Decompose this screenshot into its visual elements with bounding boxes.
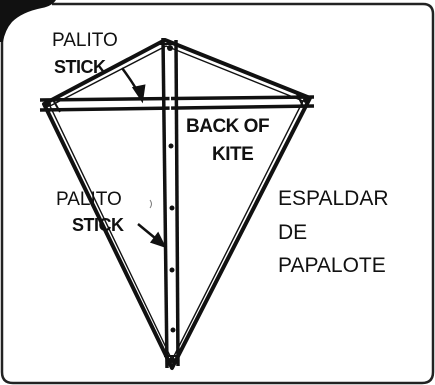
mid-stick-arrow: [138, 224, 164, 246]
label-top-spanish: PALITO: [52, 31, 118, 50]
panel-corner-tab: [0, 0, 56, 42]
label-right-line2: DE: [278, 222, 307, 243]
small-mark: [150, 200, 152, 208]
label-back-of-kite-line2: KITE: [212, 145, 253, 164]
spine-stick: [163, 38, 178, 368]
label-right-line1: ESPALDAR: [278, 188, 389, 209]
label-right-line3: PAPALOTE: [278, 255, 386, 276]
label-top-english: STICK: [54, 58, 106, 76]
label-back-of-kite-line1: BACK OF: [186, 117, 269, 136]
label-mid-english: STICK: [72, 216, 124, 234]
label-mid-spanish: PALITO: [56, 190, 122, 209]
top-stick-arrow: [122, 68, 144, 100]
